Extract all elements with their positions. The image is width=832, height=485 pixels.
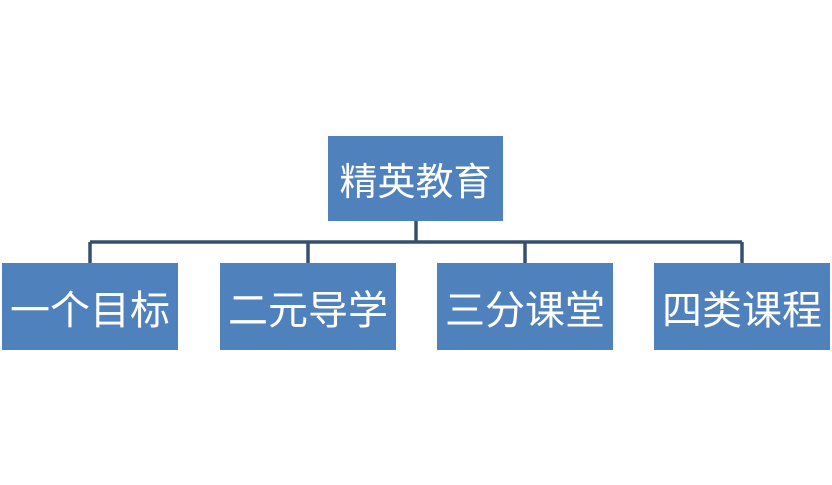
root-node: 精英教育	[328, 136, 503, 221]
child-node-1: 一个目标	[2, 263, 178, 350]
child-node-3: 三分课堂	[437, 263, 613, 350]
child-node-label: 二元导学	[228, 287, 388, 334]
child-node-label: 三分课堂	[445, 287, 605, 334]
child-node-label: 四类课程	[662, 287, 822, 334]
root-node-label: 精英教育	[339, 160, 492, 204]
child-node-4: 四类课程	[654, 263, 830, 350]
child-node-label: 一个目标	[10, 287, 170, 334]
child-node-2: 二元导学	[220, 263, 396, 350]
